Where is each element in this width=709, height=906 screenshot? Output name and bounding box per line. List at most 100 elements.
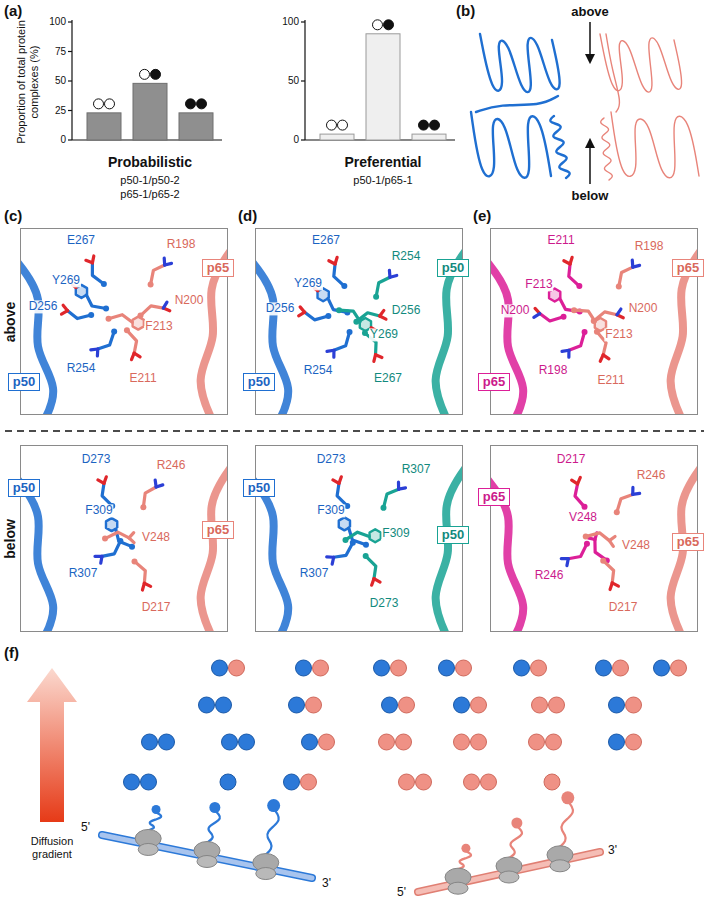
atom-bond bbox=[374, 579, 380, 582]
bar bbox=[412, 134, 446, 140]
dimer-symbol bbox=[105, 99, 115, 109]
residue-label: V248 bbox=[141, 531, 171, 544]
atom-bond bbox=[567, 559, 568, 566]
folding-domain bbox=[561, 791, 574, 804]
backbone-atom bbox=[101, 281, 107, 287]
ribosome bbox=[197, 856, 217, 868]
residue-label: N200 bbox=[174, 294, 205, 307]
backbone-atom bbox=[373, 294, 379, 300]
side-chain bbox=[569, 332, 585, 350]
mrna-strand bbox=[102, 835, 312, 878]
dimer-symbol bbox=[140, 69, 150, 79]
protein-monomer bbox=[654, 660, 670, 676]
protein-monomer bbox=[374, 660, 390, 676]
protein-name: p65 bbox=[483, 489, 505, 504]
side-chain bbox=[92, 263, 103, 284]
dimer-symbol bbox=[419, 120, 429, 130]
residue-label: R198 bbox=[634, 240, 665, 253]
atom-bond bbox=[380, 310, 384, 316]
side-chain bbox=[569, 264, 580, 286]
protein-monomer bbox=[313, 660, 329, 676]
atom-bond bbox=[588, 538, 595, 540]
interface-panel: D273R307F309F309R307D273 bbox=[255, 445, 463, 632]
protein-ribbon bbox=[606, 34, 619, 112]
tick-label: 50 bbox=[55, 75, 66, 87]
tick-label: 0 bbox=[293, 134, 299, 146]
dimer-symbol bbox=[94, 99, 104, 109]
interface-illustration bbox=[490, 246, 698, 415]
backbone-ribbon bbox=[436, 463, 463, 632]
residue-label: Y269 bbox=[369, 328, 399, 341]
atom-bond bbox=[603, 355, 609, 359]
backbone-atom bbox=[561, 314, 567, 320]
tick-mark bbox=[68, 80, 72, 81]
residue-label: R254 bbox=[303, 364, 334, 377]
protein-monomer bbox=[216, 697, 232, 713]
residue-label: E267 bbox=[311, 234, 341, 247]
residue-label: R254 bbox=[66, 362, 97, 375]
atom-bond bbox=[388, 270, 392, 277]
residue-label: E267 bbox=[66, 234, 96, 247]
atom-bond bbox=[609, 536, 615, 540]
side-chain bbox=[568, 544, 587, 559]
side-chain bbox=[105, 532, 129, 538]
protein-monomer bbox=[456, 660, 472, 676]
protein-tag: p50 bbox=[243, 479, 275, 498]
panel-letter: (e) bbox=[473, 207, 491, 224]
backbone-atom bbox=[106, 316, 112, 322]
protein-monomer bbox=[609, 734, 625, 750]
side-chain bbox=[595, 540, 607, 561]
dimer-symbol bbox=[327, 120, 337, 130]
protein-ribbon bbox=[600, 34, 682, 92]
tick-label: 25 bbox=[55, 105, 66, 117]
protein-monomer bbox=[141, 774, 157, 790]
nascent-chain bbox=[458, 851, 471, 869]
residue-label: R198 bbox=[166, 238, 197, 251]
protein-monomer bbox=[399, 697, 415, 713]
backbone-atom bbox=[616, 284, 622, 290]
protein-monomer bbox=[532, 697, 548, 713]
group-label: p50-1/p65-1 bbox=[353, 174, 412, 187]
protein-monomer bbox=[382, 697, 398, 713]
row-label: below bbox=[2, 519, 18, 559]
direction-label: below bbox=[572, 189, 609, 204]
residue-label: V248 bbox=[568, 511, 598, 524]
residue-label: E211 bbox=[128, 372, 157, 385]
atom-bond bbox=[572, 480, 578, 484]
atom-bond bbox=[96, 349, 100, 356]
protein-monomer bbox=[124, 774, 140, 790]
residue-label: F213 bbox=[524, 278, 553, 291]
bar-chart bbox=[301, 20, 455, 140]
atom-bond bbox=[631, 487, 634, 494]
residue-label: E267 bbox=[373, 372, 403, 385]
side-chain bbox=[109, 315, 133, 323]
protein-monomer bbox=[464, 774, 480, 790]
protein-name: p65 bbox=[483, 374, 505, 389]
ribosome bbox=[138, 843, 158, 855]
protein-name: p65 bbox=[677, 260, 699, 275]
bar bbox=[133, 83, 167, 140]
divider-line bbox=[5, 430, 704, 432]
residue-label: F309 bbox=[84, 504, 113, 517]
backbone-atom bbox=[341, 283, 347, 289]
backbone-atom bbox=[132, 558, 138, 564]
tick-mark bbox=[301, 21, 305, 22]
atom-bond bbox=[631, 260, 635, 267]
atom-bond bbox=[86, 260, 93, 263]
panel-letter: (c) bbox=[4, 207, 22, 224]
side-chain bbox=[102, 541, 120, 556]
residue-label: F213 bbox=[604, 328, 633, 341]
protein-monomer bbox=[306, 697, 322, 713]
bar bbox=[320, 134, 354, 140]
side-chain bbox=[540, 314, 564, 321]
tick-mark bbox=[68, 110, 72, 111]
residue-label: R246 bbox=[636, 469, 667, 482]
protein-monomer bbox=[239, 734, 255, 750]
nascent-chain bbox=[560, 801, 573, 847]
residue-label: D217 bbox=[141, 601, 172, 614]
protein-monomer bbox=[399, 774, 415, 790]
axis-line bbox=[71, 20, 72, 140]
interface-illustration bbox=[20, 463, 228, 632]
residue-label: R307 bbox=[299, 567, 330, 580]
protein-cartoon bbox=[471, 34, 570, 178]
